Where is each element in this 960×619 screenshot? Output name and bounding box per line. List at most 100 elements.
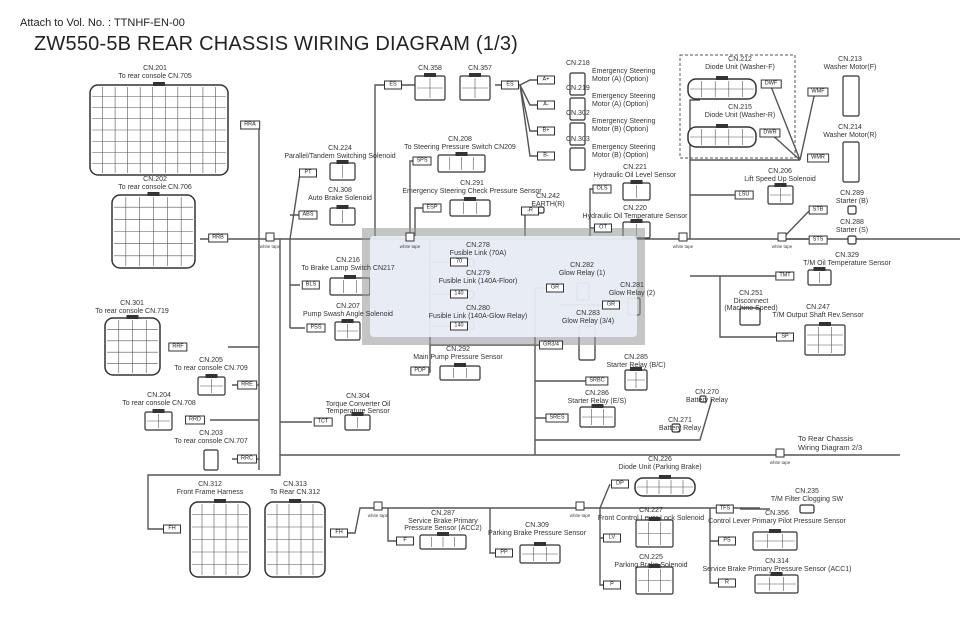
cn-218-connector [569,72,586,96]
wire-tag-70: 70 [450,257,468,267]
connector-number: CN.309 [525,522,549,529]
connector-description: Fusible Link (140A-Glow Relay) [428,312,528,320]
connector-description: To Rear CN.312 [269,488,321,496]
wire-tag-140: 140 [450,321,468,331]
wire-tag-b: B- [537,151,555,161]
connector-description: To rear console CN.709 [174,364,248,372]
wire-tag-a: A+ [537,75,555,85]
cn-303-connector [569,147,586,171]
connector-description: Disconnect [733,297,769,305]
connector-number: CN.202 [143,176,167,183]
cn-309-connector-key [534,542,546,546]
cn-215-connector-key [716,124,728,128]
connector-number: CN.225 [639,554,663,561]
wire-tag-wmr: WMR [807,153,829,163]
cn-286-connector-key [591,404,604,408]
wire-tag-rrd: RRD [185,415,205,425]
cn-216-connector-key [344,275,356,279]
connector-description: EARTH(R) [531,200,565,208]
connector-number: CN.204 [147,392,171,399]
connector-description: Emergency Steering [592,93,656,100]
connector-description: Motor (A) (Option) [592,100,649,108]
connector-description: Washer Motor(F) [823,63,877,71]
connector-number: CN.301 [120,300,144,307]
connector-number: CN.304 [346,393,370,400]
connector-number: CN.215 [728,104,752,111]
connector-description: Emergency Steering [592,144,656,151]
cn-292-connector [439,365,481,381]
connector-description: T/M Output Shaft Rev.Sensor [772,311,864,319]
cn-357-label: CN.357 [468,65,492,73]
cn-313-connector-key [289,499,301,503]
connector-number: CN.289 [840,190,864,197]
connector-description: Temperature Sensor [326,408,390,415]
connector-description: Emergency Steering [592,118,656,125]
connector-number: CN.282 [570,262,594,269]
connector-description: Starter (S) [835,226,869,234]
to-next-diagram-line2: Wiring Diagram 2/3 [798,443,863,452]
to-next-diagram-line1: To Rear Chassis [798,434,854,443]
connector-number: CN.201 [143,65,167,72]
connector-number: CN.212 [728,56,752,63]
cn-356-connector-key [769,529,781,533]
wire-tag-rre: RRE [237,380,257,390]
connector-number: CN.220 [623,205,647,212]
wire-tag-fh: FH [330,528,348,538]
cn-314-connector-key [770,572,783,576]
connector-description: T/M Filter Clogging SW [770,495,844,503]
connector-description: Pump Swash Angle Solenoid [303,310,393,318]
watermark-overlay [362,228,645,345]
connector-description: Parking Brake Pressure Sensor [487,529,587,537]
wire-tag-esp: ESP [422,203,442,213]
connector-description: Service Brake Primary [408,517,478,525]
connector-description: (Machine Speed) [724,305,778,312]
wire-tag-b: B+ [537,126,555,136]
connector-description: Glow Relay (2) [608,289,656,297]
cn-207-connector-key [341,319,354,323]
connector-description: Motor (B) (Option) [592,151,649,159]
cn-291-connector-key [464,197,476,201]
connector-number: CN.329 [835,252,859,259]
connector-description: Emergency Steering [592,68,656,75]
connector-description: Control Lever Primary Pilot Pressure Sen… [708,517,846,525]
connector-description: Service Brake Primary Pressure Sensor (A… [702,565,852,573]
right-wires [689,83,816,338]
wire-tag-wmf: WMF [807,87,829,97]
connector-number: CN.357 [468,65,492,72]
connector-description: Diode Unit (Washer-R) [704,111,776,119]
cn-292-connector-key [454,363,466,367]
cn-220-connector-key [630,219,643,223]
connector-number: CN.251 [739,290,763,297]
connector-description: To rear console CN.707 [174,437,248,445]
connector-number: CN.356 [765,510,789,517]
wire-tag-ot: OT [594,223,612,233]
connector-number: CN.280 [466,305,490,312]
cn-304-connector-key [351,412,364,416]
cn-357-connector-key [469,73,481,77]
connector-description: Parallel/Tandem Switching Solenoid [284,152,396,160]
connector-description: Motor (A) (Option) [592,75,649,83]
cn-358-label: CN.358 [418,65,442,73]
connector-description: Lift Speed Up Solenoid [744,175,816,183]
cn-219-connector [569,97,586,121]
